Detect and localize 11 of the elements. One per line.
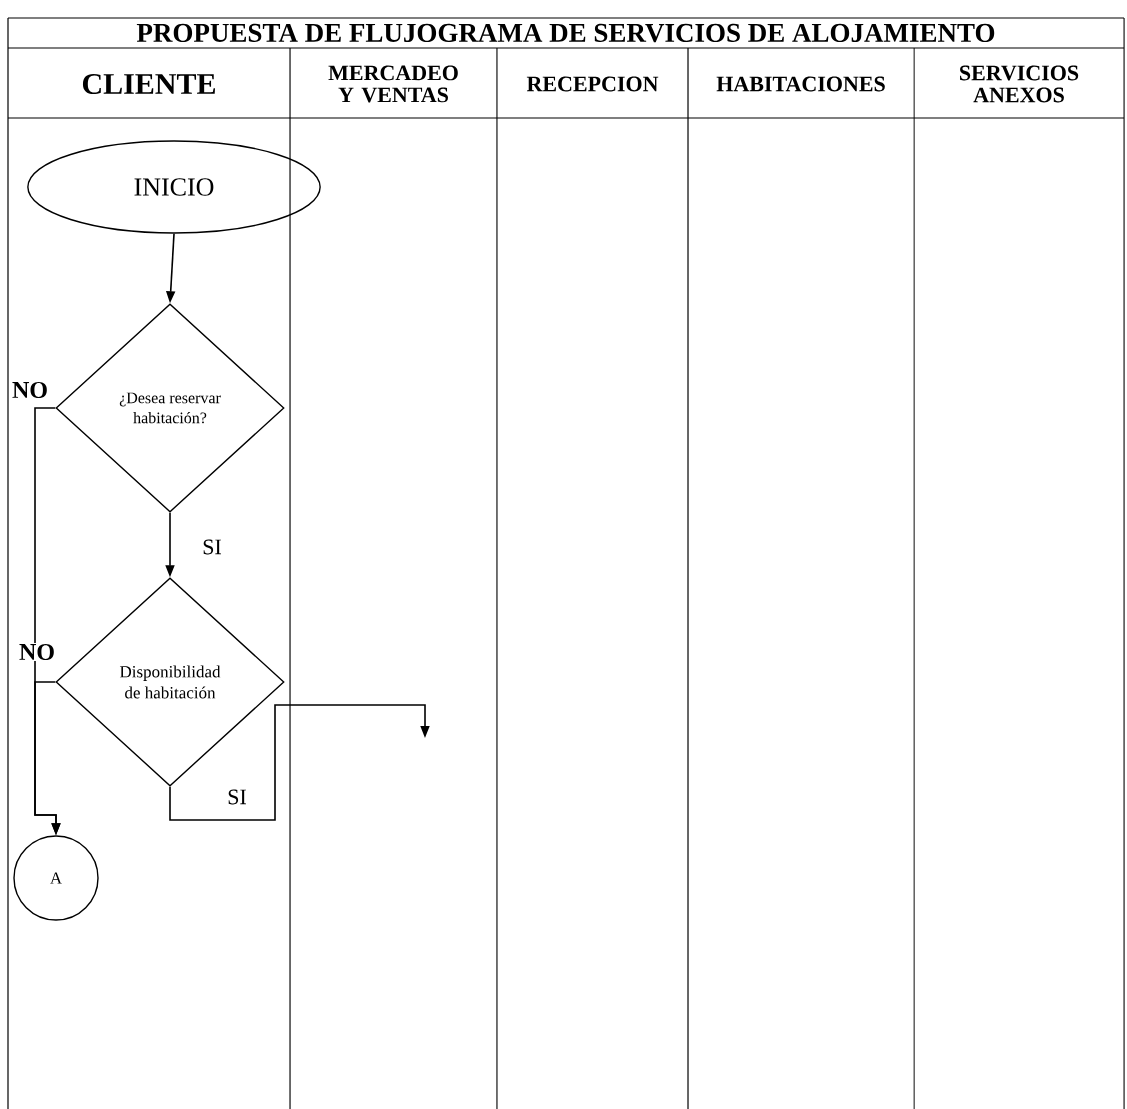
column-header: CLIENTE <box>82 73 215 95</box>
edge-label: SI <box>201 538 223 556</box>
title: PROPUESTA DE FLUJOGRAMA DE SERVICIOS DE ALOJAMIENTO <box>136 23 995 43</box>
edge-label: SI <box>226 788 248 806</box>
column-header: SERVICIOS ANEXOS <box>960 65 1079 103</box>
edge-label: NO <box>18 642 56 662</box>
column-header: HABITACIONES <box>716 76 885 92</box>
edge-label: NO <box>11 380 49 400</box>
arrow <box>169 704 430 821</box>
column-header: RECEPCION <box>526 76 659 92</box>
column-header: MERCADEO Y VENTAS <box>328 65 458 103</box>
